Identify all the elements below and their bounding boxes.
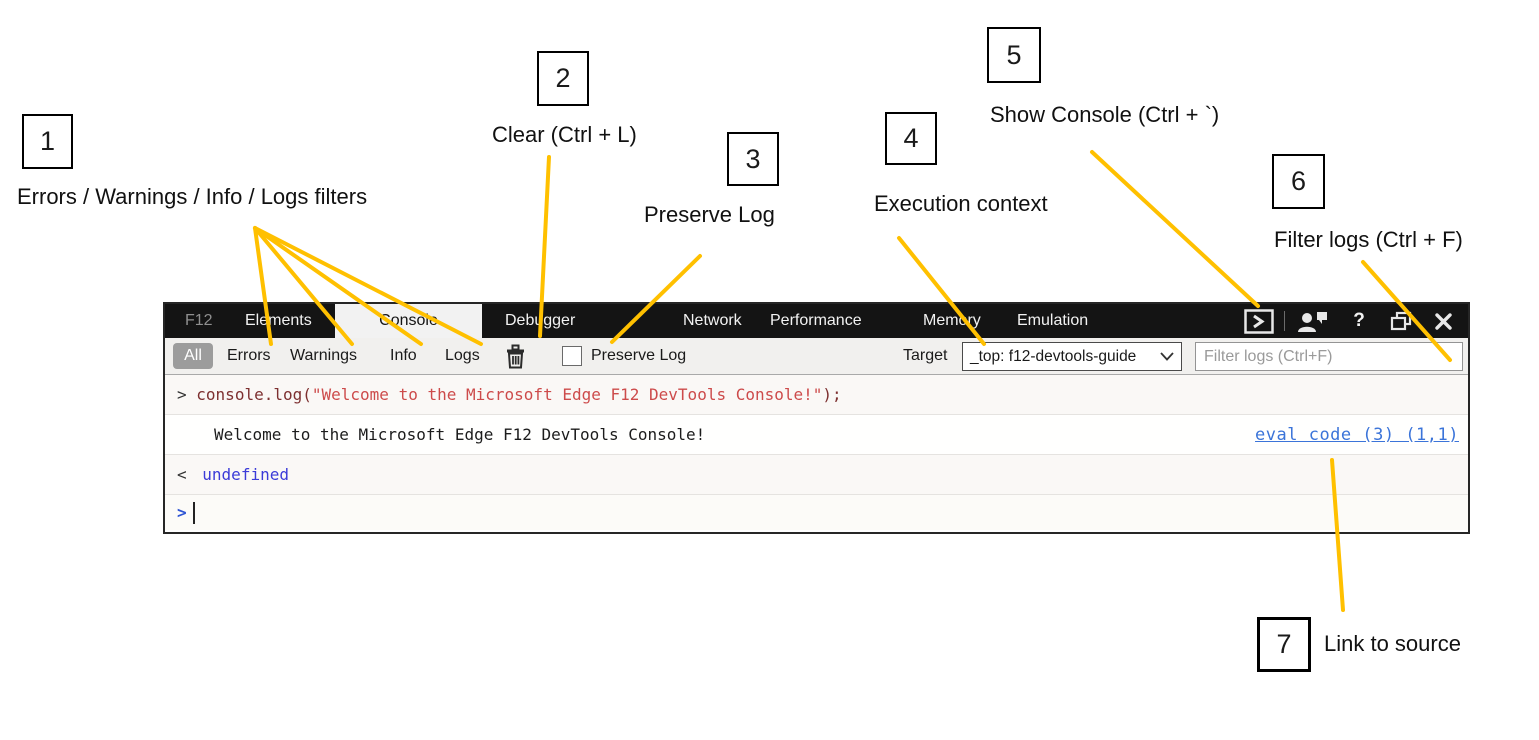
target-label: Target: [903, 347, 948, 364]
tab-memory[interactable]: Memory: [923, 312, 981, 329]
tab-emulation[interactable]: Emulation: [1017, 312, 1089, 329]
show-console-icon[interactable]: [1243, 308, 1275, 334]
source-link[interactable]: eval code (3) (1,1): [1255, 425, 1459, 445]
code-suffix-text: );: [822, 385, 842, 404]
console-input-echo-row: > console.log("Welcome to the Microsoft …: [165, 375, 1468, 415]
callout-label-6: Filter logs (Ctrl + F): [1274, 227, 1463, 252]
devtools-panel: F12 Elements Console Debugger Network Pe…: [163, 302, 1470, 534]
callout-label-1: Errors / Warnings / Info / Logs filters: [17, 184, 368, 209]
callout-box-6: 6: [1272, 154, 1325, 209]
filter-info-button[interactable]: Info: [390, 347, 417, 364]
help-icon[interactable]: ?: [1353, 310, 1365, 331]
tab-elements[interactable]: Elements: [245, 312, 312, 329]
execution-context-dropdown[interactable]: _top: f12-devtools-guide: [962, 342, 1182, 371]
callout-label-5: Show Console (Ctrl + `): [990, 102, 1220, 127]
execution-context-value: _top: f12-devtools-guide: [970, 347, 1137, 365]
filter-logs-input[interactable]: [1195, 342, 1463, 371]
tab-f12: F12: [185, 312, 213, 329]
callout-box-1: 1: [22, 114, 73, 169]
console-output-text: Welcome to the Microsoft Edge F12 DevToo…: [214, 425, 706, 444]
callout-label-2: Clear (Ctrl + L): [492, 122, 637, 147]
callout-label-7: Link to source: [1324, 631, 1461, 656]
preserve-log-label: Preserve Log: [591, 347, 687, 364]
console-prompt-row[interactable]: >: [165, 495, 1468, 530]
callout-label-3: Preserve Log: [644, 202, 775, 227]
console-output-row: Welcome to the Microsoft Edge F12 DevToo…: [165, 415, 1468, 455]
callout-box-5: 5: [987, 27, 1041, 83]
code-string-text: "Welcome to the Microsoft Edge F12 DevTo…: [311, 385, 823, 404]
callout-box-3: 3: [727, 132, 779, 186]
callout-box-7: 7: [1257, 617, 1311, 672]
console-toolbar: All Errors Warnings Info Logs Preserve L…: [165, 338, 1468, 375]
filter-logs-button[interactable]: Logs: [445, 347, 480, 364]
callout-box-4: 4: [885, 112, 937, 165]
callout-line-5-showconsole: [1090, 150, 1260, 308]
callout-box-2: 2: [537, 51, 589, 106]
code-function-text: console.log(: [196, 385, 312, 404]
result-prompt: <: [177, 465, 187, 484]
unpin-window-icon[interactable]: [1389, 311, 1413, 331]
text-cursor: [192, 501, 195, 524]
filter-all-button[interactable]: All: [173, 343, 213, 369]
result-value: undefined: [202, 465, 289, 484]
preserve-log-checkbox[interactable]: [562, 346, 582, 366]
tab-network[interactable]: Network: [683, 312, 742, 329]
input-echo-prompt: >: [177, 385, 187, 404]
feedback-person-icon[interactable]: [1295, 309, 1329, 333]
console-result-row: < undefined: [165, 455, 1468, 495]
titlebar-divider: [1284, 311, 1285, 331]
input-prompt-chevron: >: [177, 503, 187, 522]
tab-debugger[interactable]: Debugger: [505, 312, 576, 329]
clear-trash-icon[interactable]: [504, 343, 528, 370]
close-icon[interactable]: [1433, 312, 1453, 330]
filter-warnings-button[interactable]: Warnings: [290, 347, 357, 364]
callout-label-4: Execution context: [874, 191, 1048, 216]
tab-console[interactable]: Console: [335, 304, 482, 338]
devtools-tabbar: F12 Elements Console Debugger Network Pe…: [165, 304, 1468, 338]
chevron-down-icon: [1160, 348, 1174, 366]
tab-performance[interactable]: Performance: [770, 312, 862, 329]
filter-errors-button[interactable]: Errors: [227, 347, 271, 364]
